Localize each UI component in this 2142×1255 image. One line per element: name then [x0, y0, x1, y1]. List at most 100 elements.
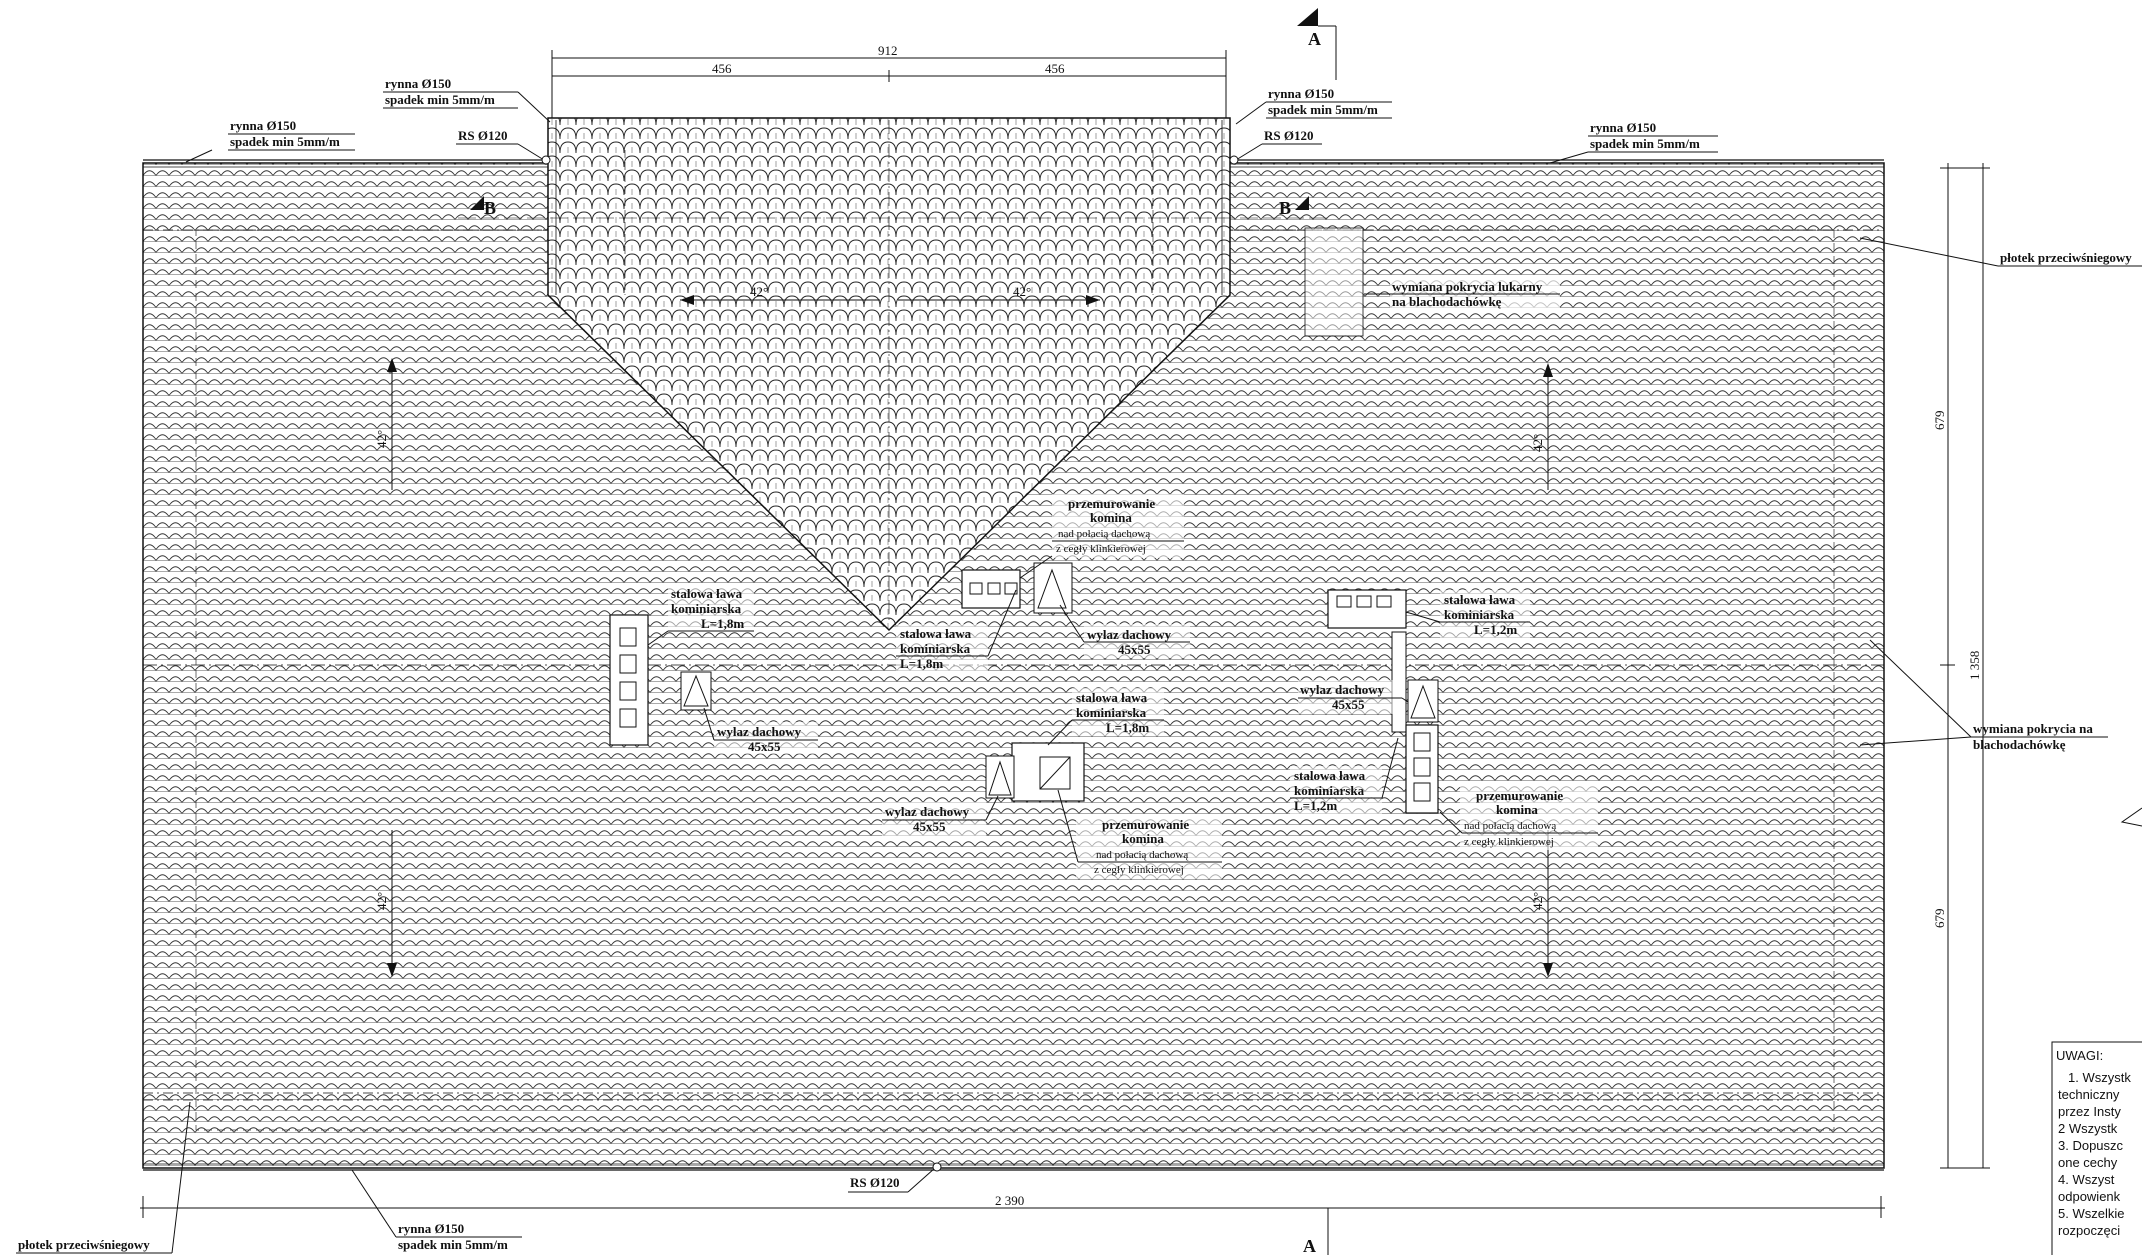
section-a-bottom: A	[1303, 1236, 1316, 1255]
svg-text:UWAGI:: UWAGI:	[2056, 1048, 2103, 1063]
angle-upper-left: 42°	[374, 430, 389, 448]
svg-text:kominiarska: kominiarska	[1294, 783, 1365, 798]
svg-text:stalowa ława: stalowa ława	[671, 586, 743, 601]
svg-text:spadek min 5mm/m: spadek min 5mm/m	[230, 134, 340, 149]
chimney-right-bottom	[1405, 679, 1439, 814]
svg-text:spadek min 5mm/m: spadek min 5mm/m	[1590, 136, 1700, 151]
svg-text:spadek min 5mm/m: spadek min 5mm/m	[398, 1237, 508, 1252]
arrowhead	[387, 358, 397, 372]
svg-text:45x55: 45x55	[1118, 642, 1151, 657]
svg-text:wylaz dachowy: wylaz dachowy	[1087, 627, 1172, 642]
svg-text:spadek min 5mm/m: spadek min 5mm/m	[1268, 102, 1378, 117]
annot-chimney-mid-top: przemurowanie komina nad połacią dachową…	[1019, 494, 1184, 579]
svg-text:stalowa ława: stalowa ława	[1294, 768, 1366, 783]
chimney-mid-top	[961, 562, 1073, 614]
svg-text:techniczny: techniczny	[2058, 1087, 2120, 1102]
svg-text:L=1,2m: L=1,2m	[1294, 798, 1337, 813]
angle-lower-right: 42°	[1530, 892, 1545, 910]
arrowhead	[1086, 295, 1100, 305]
svg-text:L=1,2m: L=1,2m	[1474, 622, 1517, 637]
svg-text:płotek przeciwśniegowy: płotek przeciwśniegowy	[2000, 250, 2132, 265]
svg-text:rozpoczęci: rozpoczęci	[2058, 1223, 2120, 1238]
svg-text:L=1,8m: L=1,8m	[701, 616, 744, 631]
svg-text:wymiana pokrycia lukarny: wymiana pokrycia lukarny	[1392, 279, 1543, 294]
svg-text:kominiarska: kominiarska	[671, 601, 742, 616]
annot-snow-guard-bottom: płotek przeciwśniegowy	[16, 1101, 191, 1254]
svg-text:1. Wszystk: 1. Wszystk	[2068, 1070, 2131, 1085]
svg-text:45x55: 45x55	[748, 739, 781, 754]
annot-vent-mid-bottom: wylaz dachowy 45x55	[882, 795, 999, 836]
svg-text:45x55: 45x55	[1332, 697, 1365, 712]
section-b-right: B	[1279, 198, 1291, 218]
svg-text:5. Wszelkie: 5. Wszelkie	[2058, 1206, 2124, 1221]
svg-text:2 Wszystk: 2 Wszystk	[2058, 1121, 2118, 1136]
annot-gutter-top-right: rynna Ø150 spadek min 5mm/m	[1549, 120, 1718, 164]
annot-gutter-top-left: rynna Ø150 spadek min 5mm/m	[185, 118, 355, 163]
section-arrow-a-top	[1297, 8, 1318, 26]
svg-text:nad połacią dachową: nad połacią dachową	[1096, 849, 1188, 861]
annot-cover-replacement-right: wymiana pokrycia na blachodachówkę	[1859, 639, 2108, 752]
svg-text:L=1,8m: L=1,8m	[900, 656, 943, 671]
arrowhead	[387, 963, 397, 977]
annot-bench-mid-bottom: stalowa ława kominiarska L=1,8m	[1047, 688, 1164, 746]
svg-text:z cegły klinkierowej: z cegły klinkierowej	[1094, 864, 1184, 876]
svg-text:płotek przeciwśniegowy: płotek przeciwśniegowy	[18, 1237, 150, 1252]
svg-text:z cegły klinkierowej: z cegły klinkierowej	[1056, 543, 1146, 555]
svg-text:RS Ø120: RS Ø120	[458, 128, 507, 143]
north-arrow-fragment	[2120, 807, 2142, 827]
svg-text:rynna Ø150: rynna Ø150	[1268, 86, 1334, 101]
annot-bench-right-bottom: stalowa ława kominiarska L=1,2m	[1290, 737, 1399, 814]
top-right-hatch-outline	[1304, 227, 1364, 337]
svg-text:wylaz dachowy: wylaz dachowy	[717, 724, 802, 739]
notes-box: UWAGI: 1. Wszystk techniczny przez Insty…	[2051, 1041, 2142, 1255]
annot-vent-left: wylaz dachowy 45x55	[703, 707, 818, 754]
dim-top-right: 456	[1045, 61, 1065, 76]
dim-right-upper: 679	[1932, 411, 1947, 431]
svg-text:przemurowanie: przemurowanie	[1068, 496, 1155, 511]
svg-text:kominiarska: kominiarska	[1076, 705, 1147, 720]
section-arrow-b-left	[470, 196, 484, 210]
svg-text:RS Ø120: RS Ø120	[1264, 128, 1313, 143]
svg-text:z cegły klinkierowej: z cegły klinkierowej	[1464, 836, 1554, 848]
annot-gutter-top-mid-left: rynna Ø150 spadek min 5mm/m	[383, 76, 551, 123]
svg-text:one cechy: one cechy	[2058, 1155, 2118, 1170]
svg-text:przez Insty: przez Insty	[2058, 1104, 2121, 1119]
svg-text:rynna Ø150: rynna Ø150	[230, 118, 296, 133]
annot-snow-guard-right: płotek przeciwśniegowy	[1859, 237, 2142, 267]
svg-text:kominiarska: kominiarska	[1444, 607, 1515, 622]
svg-text:3. Dopuszc: 3. Dopuszc	[2058, 1138, 2124, 1153]
svg-text:wylaz dachowy: wylaz dachowy	[885, 804, 970, 819]
angle-dormer-right: 42°	[1013, 284, 1031, 299]
section-b-left: B	[484, 198, 496, 218]
angle-lower-left: 42°	[374, 892, 389, 910]
dim-top-total: 912	[878, 43, 898, 58]
section-arrow-b-right	[1295, 196, 1309, 210]
annot-vent-right: wylaz dachowy 45x55	[1298, 680, 1409, 714]
section-a-top: A	[1308, 29, 1321, 49]
annot-cover-replacement-top: wymiana pokrycia lukarny na blachodachów…	[1364, 276, 1560, 312]
annot-chimney-mid-bottom: przemurowanie komina nad połacią dachową…	[1057, 789, 1222, 879]
roof-hatch-left	[680, 671, 712, 711]
svg-text:stalowa ława: stalowa ława	[900, 626, 972, 641]
svg-text:blachodachówkę: blachodachówkę	[1973, 737, 2066, 752]
annot-vent-mid-top: wylaz dachowy 45x55	[1059, 604, 1190, 658]
svg-text:komina: komina	[1090, 510, 1132, 525]
annot-gutter-bottom: rynna Ø150 spadek min 5mm/m	[351, 1169, 522, 1252]
annot-bench-right-top: stalowa ława kominiarska L=1,2m	[1405, 590, 1530, 638]
arrowhead	[1543, 963, 1553, 977]
angle-dormer-left: 42°	[750, 284, 768, 299]
svg-text:stalowa ława: stalowa ława	[1076, 690, 1148, 705]
arrowhead	[680, 295, 694, 305]
svg-text:wylaz dachowy: wylaz dachowy	[1300, 682, 1385, 697]
svg-text:nad połacią dachową: nad połacią dachową	[1058, 528, 1150, 540]
svg-text:komina: komina	[1496, 802, 1538, 817]
svg-text:przemurowanie: przemurowanie	[1476, 788, 1563, 803]
svg-text:na blachodachówkę: na blachodachówkę	[1392, 294, 1502, 309]
svg-text:rynna Ø150: rynna Ø150	[385, 76, 451, 91]
svg-text:stalowa ława: stalowa ława	[1444, 592, 1516, 607]
chimney-mid-bottom	[985, 742, 1085, 802]
svg-text:rynna Ø150: rynna Ø150	[398, 1221, 464, 1236]
svg-text:odpowienk: odpowienk	[2058, 1189, 2121, 1204]
angle-upper-right: 42°	[1530, 434, 1545, 452]
annot-downpipe-right: RS Ø120	[1229, 128, 1322, 165]
